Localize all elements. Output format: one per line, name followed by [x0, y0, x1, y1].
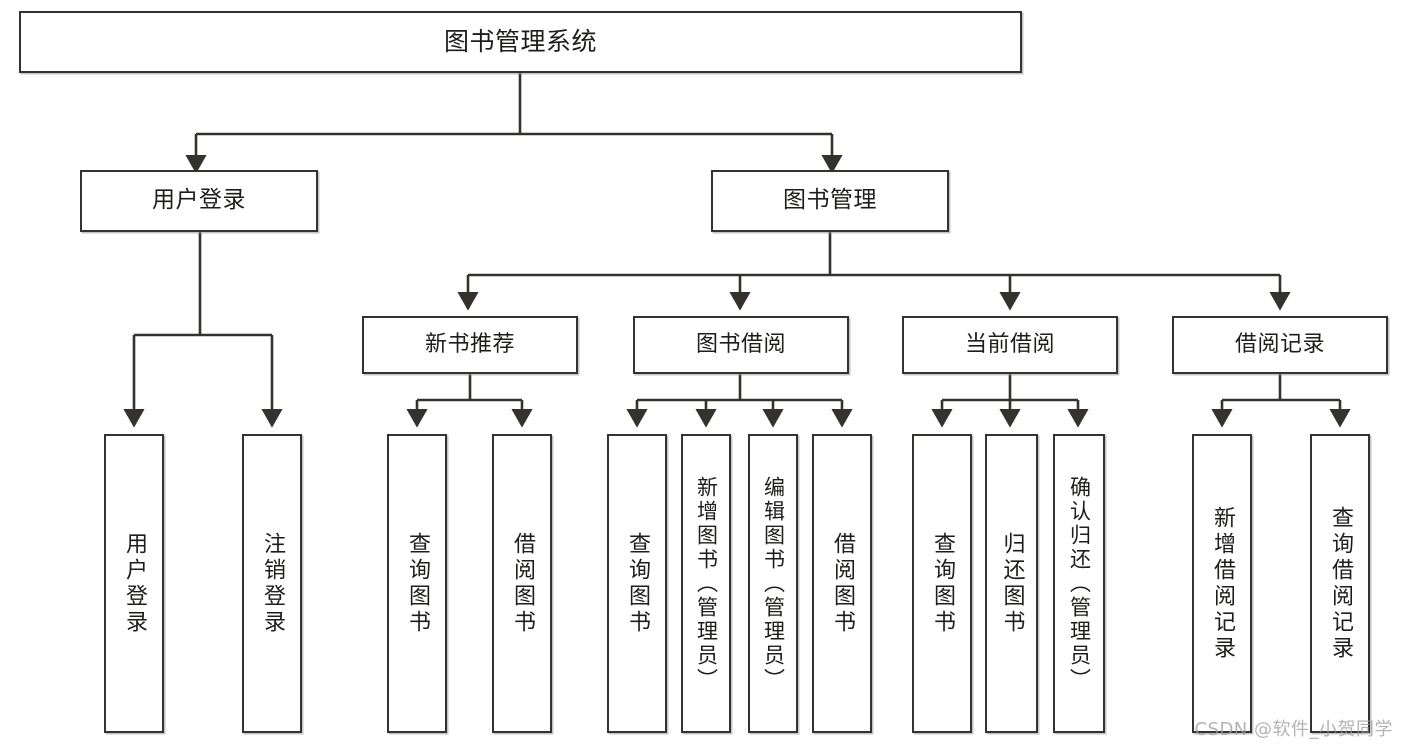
node-new-book-recommend[interactable]: 新书推荐: [362, 316, 578, 374]
node-label: 当前借阅: [964, 332, 1055, 358]
node-label: 查询图书: [930, 531, 955, 636]
node-label: 查询借阅记录: [1328, 505, 1353, 662]
node-label: 借阅图书: [510, 531, 535, 636]
node-root-book-management-system[interactable]: 图书管理系统: [19, 11, 1022, 73]
csdn-watermark: CSDN @软件_小贺同学: [1194, 719, 1393, 740]
leaf-borrow-record-query-record[interactable]: 查询借阅记录: [1310, 434, 1370, 733]
node-label: 用户登录: [152, 187, 246, 214]
node-label: 注销登录: [260, 531, 285, 636]
leaf-current-borrow-return-book[interactable]: 归还图书: [985, 434, 1038, 733]
leaf-book-borrow-add-book-admin[interactable]: 新增图书（管理员）: [681, 434, 731, 733]
leaf-current-borrow-confirm-return-admin[interactable]: 确认归还（管理员）: [1053, 434, 1105, 733]
leaf-new-book-query-book[interactable]: 查询图书: [387, 434, 447, 733]
node-label: 新增借阅记录: [1210, 505, 1235, 662]
node-label: 新增图书（管理员）: [694, 475, 719, 692]
node-label: 用户登录: [122, 531, 147, 636]
node-label: 图书管理: [783, 187, 877, 214]
node-borrow-record[interactable]: 借阅记录: [1172, 316, 1388, 374]
node-label: 图书借阅: [695, 332, 786, 358]
leaf-new-book-borrow-book[interactable]: 借阅图书: [492, 434, 552, 733]
leaf-borrow-record-add-record[interactable]: 新增借阅记录: [1192, 434, 1252, 733]
node-book-borrow[interactable]: 图书借阅: [633, 316, 849, 374]
leaf-book-borrow-query-book[interactable]: 查询图书: [607, 434, 667, 733]
node-book-management[interactable]: 图书管理: [711, 170, 949, 232]
node-user-login[interactable]: 用户登录: [80, 170, 318, 232]
node-label: 查询图书: [405, 531, 430, 636]
node-label: 查询图书: [625, 531, 650, 636]
leaf-book-borrow-borrow-book[interactable]: 借阅图书: [812, 434, 872, 733]
node-label: 借阅图书: [830, 531, 855, 636]
node-label: 借阅记录: [1234, 332, 1325, 358]
node-label: 确认归还（管理员）: [1067, 475, 1092, 692]
leaf-user-login-logout[interactable]: 注销登录: [242, 434, 302, 733]
node-label: 编辑图书（管理员）: [761, 475, 786, 692]
node-label: 新书推荐: [424, 332, 515, 358]
leaf-user-login-login[interactable]: 用户登录: [104, 434, 164, 733]
leaf-book-borrow-edit-book-admin[interactable]: 编辑图书（管理员）: [748, 434, 798, 733]
node-label: 归还图书: [999, 531, 1025, 636]
node-label: 图书管理系统: [443, 27, 597, 57]
node-current-borrow[interactable]: 当前借阅: [902, 316, 1118, 374]
leaf-current-borrow-query-book[interactable]: 查询图书: [912, 434, 972, 733]
